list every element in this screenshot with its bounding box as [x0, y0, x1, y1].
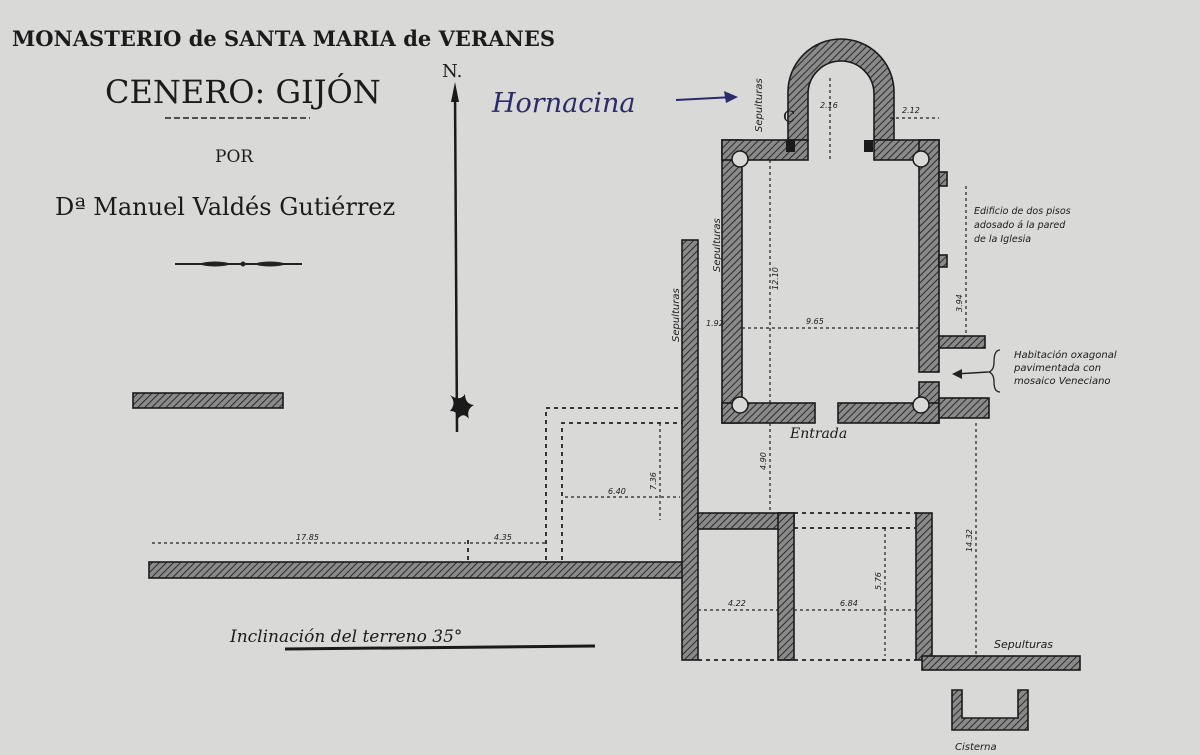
habitacion-brace [987, 349, 1001, 393]
dim-label: 6.84 [840, 599, 858, 608]
dim-label: 7.36 [649, 472, 658, 490]
inclinacion-underline [284, 644, 596, 651]
dim-label: 2.12 [902, 106, 920, 115]
dim-label: 4.22 [728, 599, 746, 608]
cisterna-label: Cisterna [955, 742, 997, 753]
dim-label: 12.10 [771, 267, 780, 290]
dim-label: 14.32 [965, 529, 974, 552]
habitacion-note-line-2: pavimentada con [1013, 363, 1101, 374]
north-arrow-icon [450, 82, 474, 433]
title-line-2: CENERO: GIJÓN [105, 73, 381, 111]
sepulturas-label: Sepulturas [754, 78, 765, 132]
inclinacion-label: Inclinación del terreno 35° [229, 627, 462, 647]
dim-label: 1.92 [706, 319, 724, 328]
hornacina-arrow-head [724, 91, 738, 103]
scale-bar [132, 392, 284, 409]
dim-label: 9.65 [806, 317, 824, 326]
dim-label: 17.85 [296, 533, 319, 542]
sepulturas-label: Sepulturas [712, 218, 723, 272]
edificio-note-line-3: de la Iglesia [974, 234, 1031, 245]
edificio-note-line-1: Edificio de dos pisos [974, 206, 1071, 217]
ornament-divider [175, 261, 302, 267]
dim-label: 6.40 [608, 487, 626, 496]
apse-letter: C [783, 107, 795, 126]
dim-label: 5.76 [874, 572, 883, 590]
title-line-1: MONASTERIO de SANTA MARIA de VERANES [12, 26, 555, 51]
edificio-note-line-2: adosado á la pared [974, 220, 1066, 231]
church-walls [721, 38, 990, 424]
sepulturas-label: Sepulturas [671, 288, 682, 342]
dim-label: 3.94 [955, 294, 964, 312]
dim-label: 2.16 [820, 101, 838, 110]
habitacion-note-line-1: Habitación oxagonal [1014, 349, 1117, 361]
dimension-labels: 2.16 2.12 12.10 1.92 9.65 4.90 3.94 7.36… [296, 101, 974, 608]
dotted-outlines [467, 407, 922, 661]
author-name: Dª Manuel Valdés Gutiérrez [55, 193, 395, 221]
hornacina-arrow [675, 96, 735, 101]
hornacina-label: Hornacina [491, 88, 635, 119]
entrada-label: Entrada [789, 426, 847, 442]
dimension-lines [152, 78, 977, 656]
dim-label: 4.35 [494, 533, 512, 542]
byline-por: POR [215, 147, 254, 167]
dim-label: 4.90 [759, 452, 768, 470]
north-label: N. [442, 61, 462, 82]
sepulturas-label: Sepulturas [994, 638, 1053, 651]
habitacion-pointer-head [952, 369, 962, 379]
habitacion-note-line-3: mosaico Veneciano [1014, 376, 1111, 387]
lower-walls [148, 239, 1081, 731]
